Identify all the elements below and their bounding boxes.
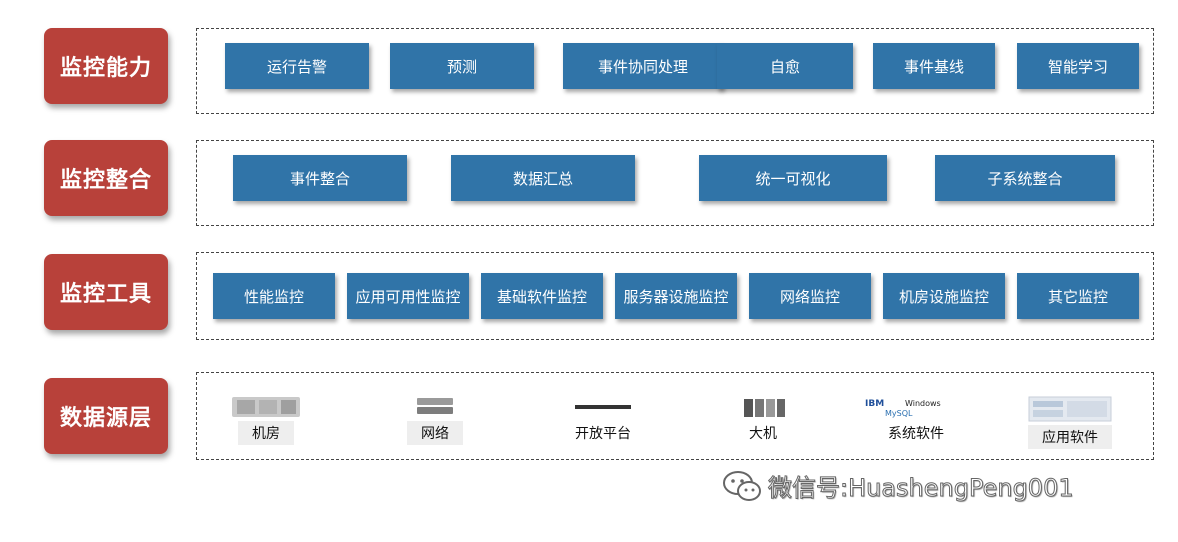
layer-frame-data-source: 机房 网络 开放平台 大机 IBM <box>196 372 1154 460</box>
box-event-coordination: 事件协同处理 <box>563 43 723 89</box>
system-software-logos-icon: IBM Windows MySQL <box>865 399 941 418</box>
box-subsystem-integration: 子系统整合 <box>935 155 1115 201</box>
source-label-open-platform: 开放平台 <box>575 426 631 442</box>
layer-label-capability: 监控能力 <box>44 28 168 104</box>
source-application-software: 应用软件 <box>1027 395 1113 449</box>
network-device-icon <box>417 398 453 414</box>
box-event-integration: 事件整合 <box>233 155 407 201</box>
svg-text:MySQL: MySQL <box>885 409 913 418</box>
box-smart-learning: 智能学习 <box>1017 43 1139 89</box>
box-event-baseline: 事件基线 <box>873 43 995 89</box>
source-network: 网络 <box>407 395 463 445</box>
source-mainframe: 大机 <box>735 395 791 445</box>
source-server-room: 机房 <box>231 395 301 445</box>
box-server-facility-monitor: 服务器设施监控 <box>615 273 737 319</box>
svg-text:Windows: Windows <box>905 399 941 408</box>
box-self-healing: 自愈 <box>717 43 853 89</box>
box-network-monitor: 网络监控 <box>749 273 871 319</box>
box-performance-monitor: 性能监控 <box>213 273 335 319</box>
mainframe-icon <box>744 399 785 417</box>
open-platform-icon <box>575 405 631 409</box>
wechat-icon <box>723 470 761 501</box>
box-app-availability-monitor: 应用可用性监控 <box>347 273 469 319</box>
box-base-software-monitor: 基础软件监控 <box>481 273 603 319</box>
layer-label-tools: 监控工具 <box>44 254 168 330</box>
source-label-server-room: 机房 <box>238 421 294 445</box>
box-data-summary: 数据汇总 <box>451 155 635 201</box>
box-run-alarm: 运行告警 <box>225 43 369 89</box>
layer-frame-tools: 性能监控 应用可用性监控 基础软件监控 服务器设施监控 网络监控 机房设施监控 … <box>196 252 1154 340</box>
source-open-platform: 开放平台 <box>561 395 645 445</box>
layer-label-integration: 监控整合 <box>44 140 168 216</box>
server-room-icon <box>232 397 300 417</box>
box-room-facility-monitor: 机房设施监控 <box>883 273 1005 319</box>
layer-frame-capability: 运行告警 预测 事件协同处理 自愈 事件基线 智能学习 <box>196 28 1154 114</box>
layer-label-data-source: 数据源层 <box>44 378 168 454</box>
source-label-network: 网络 <box>407 421 463 445</box>
application-software-icon <box>1028 396 1112 422</box>
watermark-text: 微信号:HuashengPeng001 <box>768 474 1075 503</box>
svg-text:IBM: IBM <box>865 399 884 409</box>
box-other-monitor: 其它监控 <box>1017 273 1139 319</box>
source-label-application-software: 应用软件 <box>1028 425 1112 449</box>
source-system-software: IBM Windows MySQL 系统软件 <box>861 395 971 445</box>
layer-frame-integration: 事件整合 数据汇总 统一可视化 子系统整合 <box>196 140 1154 226</box>
watermark: 微信号:HuashengPeng001 <box>722 468 1074 503</box>
source-label-system-software: 系统软件 <box>888 426 944 442</box>
box-unified-visualization: 统一可视化 <box>699 155 887 201</box>
source-label-mainframe: 大机 <box>749 426 777 442</box>
box-forecast: 预测 <box>390 43 534 89</box>
